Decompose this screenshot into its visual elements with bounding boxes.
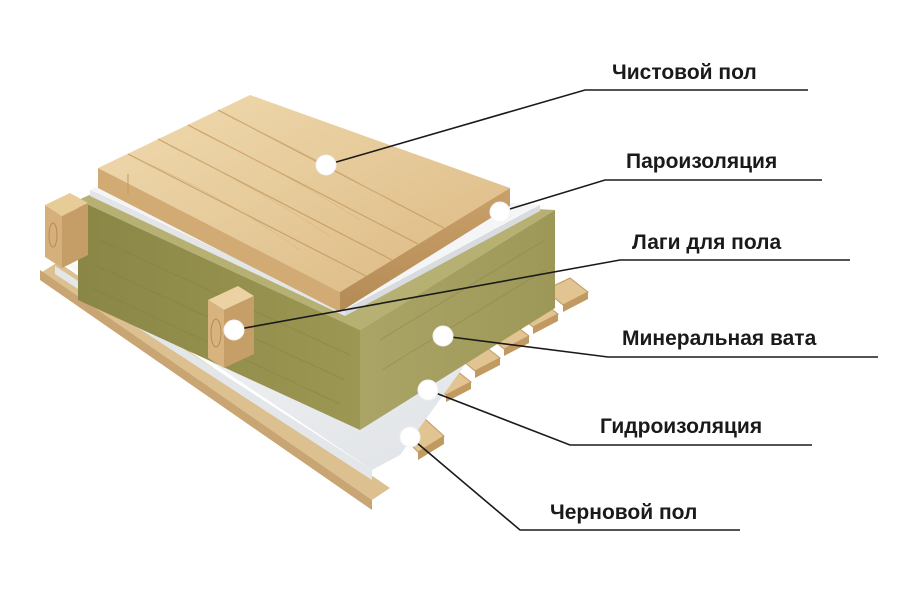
label-subfloor: Черновой пол: [550, 501, 697, 524]
leader-subfloor: [409, 436, 740, 531]
leader-floor-joists: [233, 259, 850, 331]
finish-floor-layer: [98, 95, 510, 312]
marker-waterproofing: [417, 379, 439, 401]
leader-waterproofing: [427, 389, 812, 446]
leader-lines: [233, 89, 878, 531]
marker-dots: [223, 154, 511, 448]
leader-vapor-barrier: [499, 179, 822, 213]
leader-finish-floor: [325, 89, 808, 166]
label-floor-joists: Лаги для пола: [632, 231, 782, 254]
marker-finish-floor: [315, 154, 337, 176]
label-waterproofing: Гидроизоляция: [600, 415, 762, 438]
leader-mineral-wool: [442, 335, 878, 358]
label-finish-floor: Чистовой пол: [612, 61, 757, 84]
marker-floor-joists: [223, 319, 245, 341]
marker-mineral-wool: [432, 325, 454, 347]
layer-labels: Чистовой пол Пароизоляция Лаги для пола …: [550, 61, 817, 524]
label-mineral-wool: Минеральная вата: [622, 327, 817, 350]
marker-subfloor: [399, 426, 421, 448]
marker-vapor-barrier: [489, 201, 511, 223]
label-vapor-barrier: Пароизоляция: [626, 150, 777, 173]
